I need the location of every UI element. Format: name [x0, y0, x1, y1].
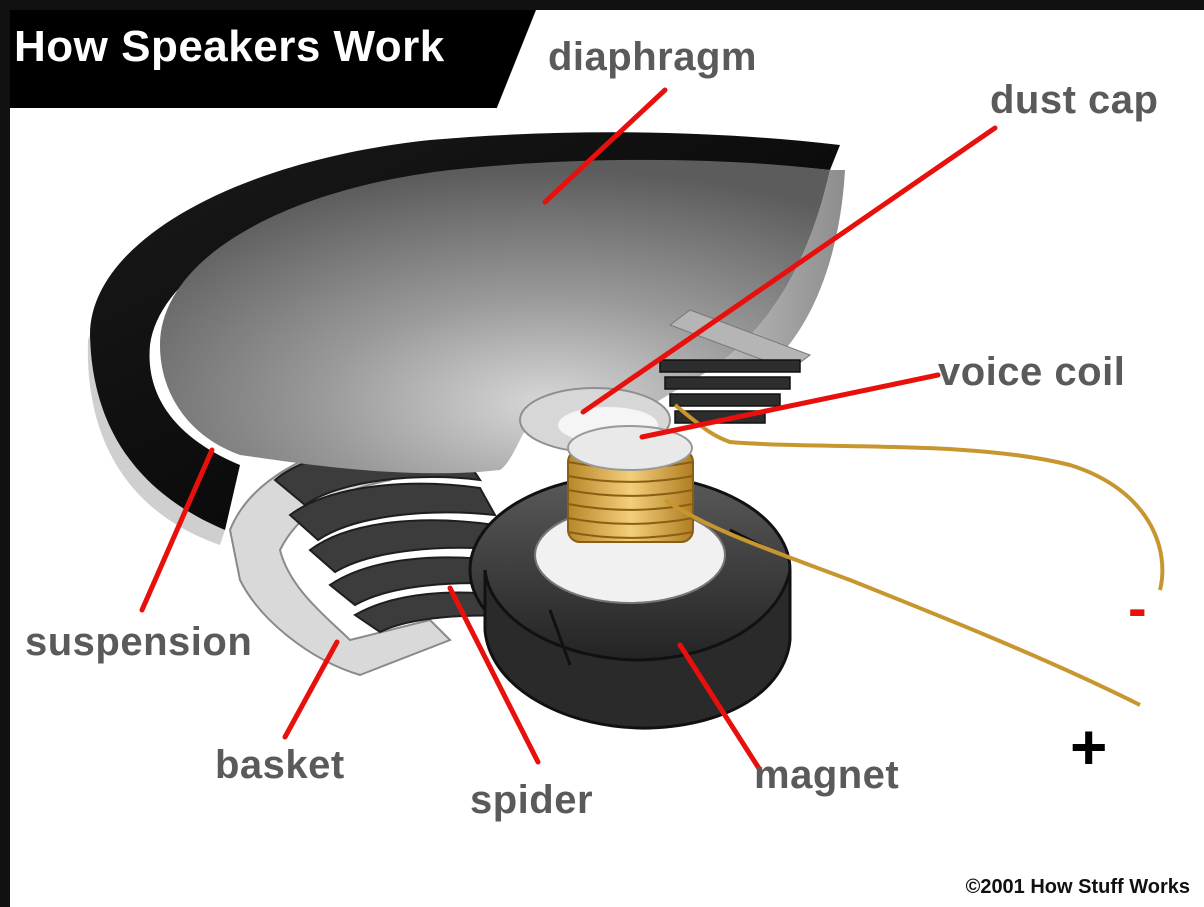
spider-edge-right — [660, 360, 800, 423]
label-diaphragm: diaphragm — [548, 35, 757, 80]
label-voice-coil: voice coil — [938, 350, 1125, 395]
negative-terminal: - — [1128, 575, 1147, 640]
diagram-title: How Speakers Work — [14, 22, 445, 72]
label-dust-cap: dust cap — [990, 78, 1158, 123]
title-banner: How Speakers Work — [0, 0, 540, 108]
label-spider: spider — [470, 778, 593, 823]
label-basket: basket — [215, 743, 345, 788]
leader-line-basket — [285, 642, 337, 737]
voice-coil-shape — [568, 426, 693, 542]
label-suspension: suspension — [25, 620, 252, 665]
label-magnet: magnet — [754, 753, 899, 798]
positive-terminal: + — [1070, 710, 1107, 784]
copyright-notice: ©2001 How Stuff Works — [966, 876, 1190, 899]
speaker-illustration — [10, 10, 1204, 907]
